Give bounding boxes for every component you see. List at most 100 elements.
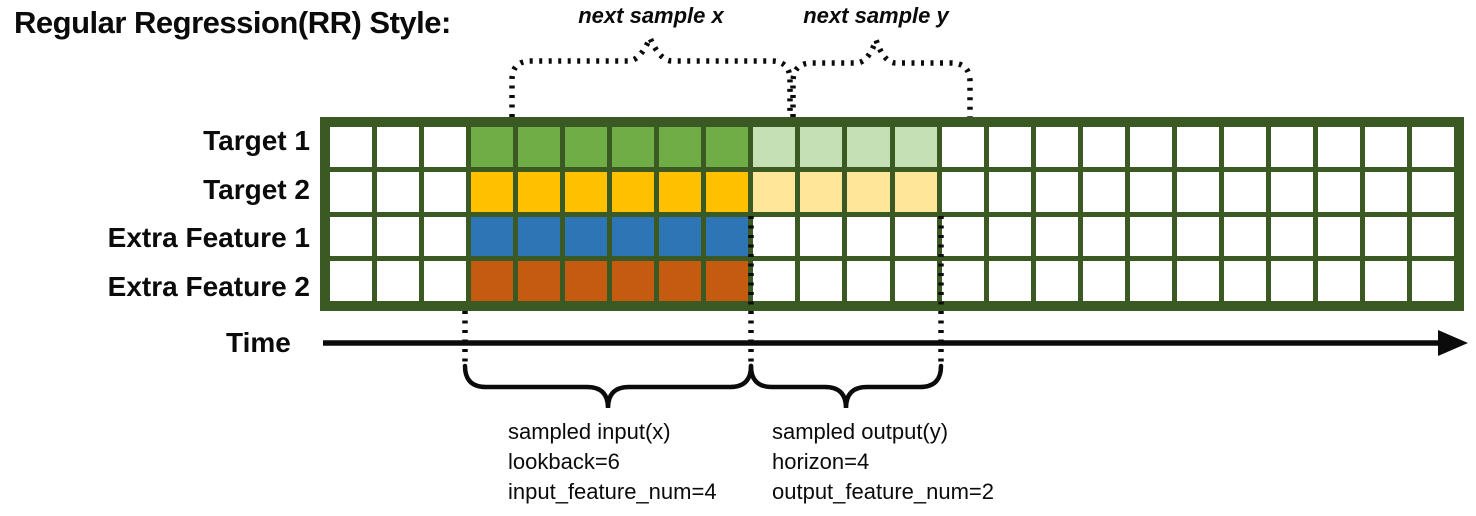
- grid-cell-row2: [1176, 171, 1219, 212]
- grid-cell-row3: [800, 216, 843, 257]
- grid-cell-row3: [518, 216, 561, 257]
- row-label-extra-feature-2: Extra Feature 2: [107, 270, 310, 302]
- grid-cell-row3: [847, 216, 890, 257]
- input-feature-num: input_feature_num=4: [508, 479, 717, 504]
- grid-cell-row3: [1176, 216, 1219, 257]
- grid-cell-row1: [330, 127, 373, 167]
- grid-cell-row3: [1317, 216, 1360, 257]
- sampled-output-title: sampled output(y): [772, 419, 949, 444]
- grid-cell-row1: [753, 127, 796, 167]
- grid-cell-row3: [894, 216, 937, 257]
- horizon-value: horizon=4: [772, 449, 870, 474]
- grid-cell-row3: [377, 216, 420, 257]
- grid-cell-row2: [612, 171, 655, 212]
- grid-cell-row4: [941, 261, 984, 301]
- row-labels: Target 1 Target 2 Extra Feature 1 Extra …: [0, 117, 310, 311]
- grid-cell-row3: [659, 216, 702, 257]
- grid-cell-row2: [518, 171, 561, 212]
- next-sample-y-label: next sample y: [803, 3, 949, 28]
- grid-cell-row2: [471, 171, 514, 212]
- grid-cell-row1: [1317, 127, 1360, 167]
- grid-cell-row4: [612, 261, 655, 301]
- next-sample-x-label: next sample x: [578, 3, 724, 28]
- grid-cell-row2: [1270, 171, 1313, 212]
- grid-cell-row2: [988, 171, 1031, 212]
- row-label-extra-feature-1: Extra Feature 1: [107, 222, 310, 254]
- lookback-value: lookback=6: [508, 449, 620, 474]
- grid-cell-row1: [518, 127, 561, 167]
- grid-cell-row4: [1035, 261, 1078, 301]
- grid-cell-row2: [753, 171, 796, 212]
- grid-cell-row4: [1317, 261, 1360, 301]
- grid-cell-row1: [847, 127, 890, 167]
- grid-cell-row2: [377, 171, 420, 212]
- grid-cell-row1: [706, 127, 749, 167]
- grid-cell-row2: [1035, 171, 1078, 212]
- grid-cell-row2: [847, 171, 890, 212]
- grid-cell-row3: [1364, 216, 1407, 257]
- grid-cell-row4: [1176, 261, 1219, 301]
- grid-cell-row2: [1364, 171, 1407, 212]
- grid-cell-row4: [1082, 261, 1125, 301]
- grid-cell-row1: [1176, 127, 1219, 167]
- sampled-output-annotation: sampled output(y) horizon=4 output_featu…: [772, 417, 994, 507]
- grid-cell-row4: [1364, 261, 1407, 301]
- next-sample-y-brace: [790, 31, 973, 117]
- grid-cell-row3: [1082, 216, 1125, 257]
- grid-cell-row3: [1223, 216, 1266, 257]
- grid-cell-row3: [565, 216, 608, 257]
- grid-cell-row1: [1364, 127, 1407, 167]
- grid-cell-row3: [330, 216, 373, 257]
- sampled-input-brace: [462, 363, 754, 409]
- grid-cell-row3: [941, 216, 984, 257]
- grid-cell-row3: [1035, 216, 1078, 257]
- grid-cell-row2: [424, 171, 467, 212]
- grid-cell-row2: [706, 171, 749, 212]
- grid-cell-row4: [330, 261, 373, 301]
- output-feature-num: output_feature_num=2: [772, 479, 995, 504]
- grid-cell-row3: [988, 216, 1031, 257]
- grid-cell-row3: [706, 216, 749, 257]
- grid-cell-row1: [1129, 127, 1172, 167]
- grid-cell-row2: [1082, 171, 1125, 212]
- grid-cell-row4: [1129, 261, 1172, 301]
- grid-cell-row1: [1411, 127, 1454, 167]
- grid-cell-row4: [800, 261, 843, 301]
- grid-cell-row2: [800, 171, 843, 212]
- grid-cell-row2: [330, 171, 373, 212]
- grid-cell-row3: [424, 216, 467, 257]
- grid-cell-row4: [706, 261, 749, 301]
- sampled-input-annotation: sampled input(x) lookback=6 input_featur…: [508, 417, 717, 507]
- grid-cell-row1: [941, 127, 984, 167]
- grid-cell-row1: [1223, 127, 1266, 167]
- row-label-target-2: Target 2: [203, 173, 310, 205]
- grid-cell-row4: [518, 261, 561, 301]
- grid-cell-row4: [565, 261, 608, 301]
- grid-cell-row1: [612, 127, 655, 167]
- grid-cell-row4: [1411, 261, 1454, 301]
- grid-cell-row2: [1411, 171, 1454, 212]
- grid-cell-row3: [471, 216, 514, 257]
- grid-cell-row3: [1129, 216, 1172, 257]
- grid-cell-row4: [1270, 261, 1313, 301]
- grid-cell-row1: [377, 127, 420, 167]
- grid-cell-row4: [424, 261, 467, 301]
- grid-cell-row1: [988, 127, 1031, 167]
- sample-grid: [320, 117, 1464, 311]
- grid-cell-row3: [612, 216, 655, 257]
- grid-cell-row2: [659, 171, 702, 212]
- next-sample-x-brace: [509, 31, 793, 117]
- grid-cell-row4: [988, 261, 1031, 301]
- grid-cell-row2: [941, 171, 984, 212]
- sampled-input-title: sampled input(x): [508, 419, 671, 444]
- grid-cell-row4: [659, 261, 702, 301]
- sampled-output-brace: [748, 363, 944, 409]
- grid-cell-row4: [894, 261, 937, 301]
- grid-cell-row1: [1082, 127, 1125, 167]
- grid-cell-row2: [1317, 171, 1360, 212]
- time-axis-arrowhead: [1438, 330, 1468, 356]
- grid-cell-row4: [847, 261, 890, 301]
- row-label-target-1: Target 1: [203, 125, 310, 157]
- grid-cell-row4: [377, 261, 420, 301]
